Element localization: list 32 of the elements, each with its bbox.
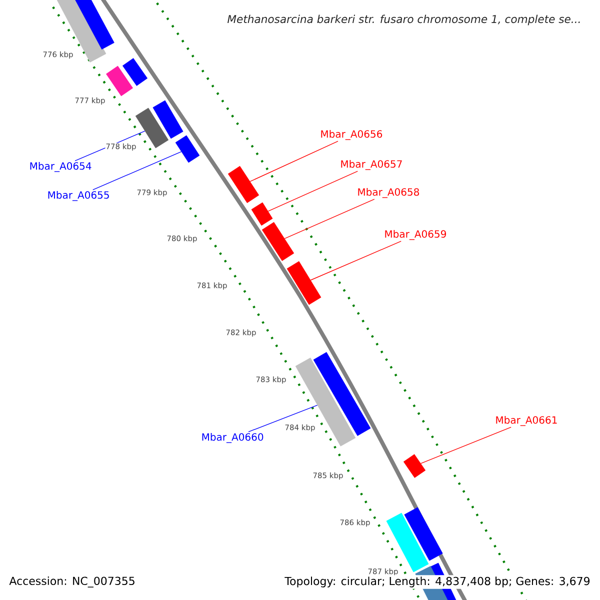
- leader-line: [268, 170, 358, 212]
- gene-bar: [54, 0, 106, 62]
- gene-bar: [135, 108, 169, 148]
- accession-text: Accession: NC_007355: [9, 576, 134, 588]
- gene-bar: [404, 507, 443, 561]
- leader-line: [250, 140, 338, 182]
- gene-label: Mbar_A0654: [30, 162, 92, 172]
- leader-line: [248, 404, 318, 432]
- gene-bar: [251, 202, 273, 226]
- gene-bar: [262, 222, 294, 261]
- gene-label: Mbar_A0655: [48, 191, 109, 201]
- gene-label: Mbar_A0657: [341, 160, 402, 170]
- topology-text: Topology: circular; Length: 4,837,408 bp; Genes: 3,679: [283, 575, 592, 589]
- gene-bar: [286, 261, 322, 305]
- gene-label: Mbar_A0658: [358, 188, 420, 198]
- leader-line: [92, 151, 182, 190]
- gene-bar: [313, 352, 371, 436]
- title-text: Methanosarcina barkeri str. fusaro chromosome 1, complete se...: [224, 12, 584, 28]
- gene-bar: [122, 58, 148, 86]
- gene-label: Mbar_A0659: [385, 230, 446, 240]
- gene-label: Mbar_A0656: [321, 130, 382, 140]
- leader-line: [284, 198, 375, 239]
- leader-line: [310, 240, 402, 280]
- gene-bar: [175, 135, 200, 163]
- gene-bar: [228, 166, 260, 204]
- gene-label: Mbar_A0661: [496, 416, 557, 426]
- leader-line: [420, 426, 512, 464]
- gene-bar: [403, 454, 426, 478]
- gene-bar: [106, 66, 133, 96]
- gene-label: Mbar_A0660: [202, 433, 264, 443]
- gene-bar: [152, 100, 184, 139]
- gene-bar: [72, 0, 114, 50]
